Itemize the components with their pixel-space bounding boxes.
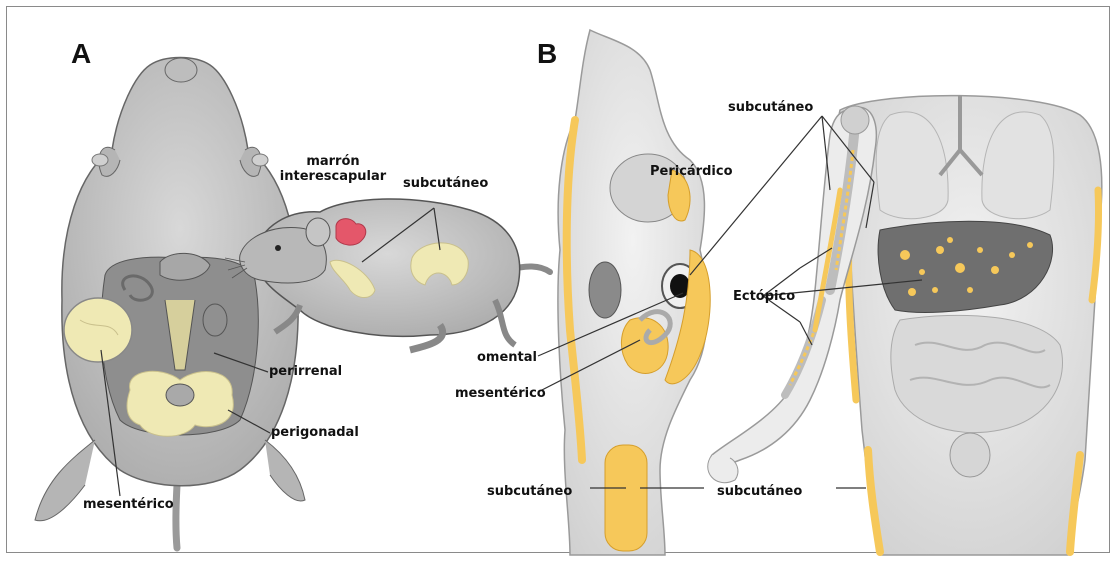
label-perirenal: perirrenal [269,364,342,379]
label-ectopic: Ectópico [733,289,795,304]
mouse-front-toes-left [92,154,108,166]
label-brown-interscapular: marrón interescapular [268,154,398,184]
label-b-subcutaneous-left: subcutáneo [487,484,572,499]
side-human-kidney [589,262,621,318]
side-human-gluteal-fat [605,445,647,551]
label-a-mesenteric: mesentérico [83,497,174,512]
label-b-mesenteric: mesentérico [455,386,546,401]
mouse-front-toes-right [252,154,268,166]
side-mouse-eye [275,245,281,251]
label-brown-line-2: interescapular [268,169,398,184]
label-b-subcutaneous-top: subcutáneo [728,100,813,115]
mouse-snout [165,58,197,82]
mouse-kidney [203,304,227,336]
mouse-ventral-illustration [35,58,305,549]
mouse-hind-leg-right [265,440,305,501]
panel-letter-a: A [71,38,91,70]
human-side-illustration [558,30,710,555]
label-pericardial: Pericárdico [650,164,733,179]
label-a-subcutaneous: subcutáneo [403,176,488,191]
label-omental: omental [477,350,537,365]
panel-letter-b: B [537,38,557,70]
front-human-genital [950,433,990,477]
label-b-subcutaneous-right: subcutáneo [717,484,802,499]
mouse-bladder [166,384,194,406]
side-mouse-ear [306,218,330,246]
label-perigonadal: perigonadal [271,425,359,440]
label-brown-line-1: marrón [268,154,398,169]
mouse-mesenteric-fat [64,298,132,362]
front-human-shoulder [841,106,869,134]
